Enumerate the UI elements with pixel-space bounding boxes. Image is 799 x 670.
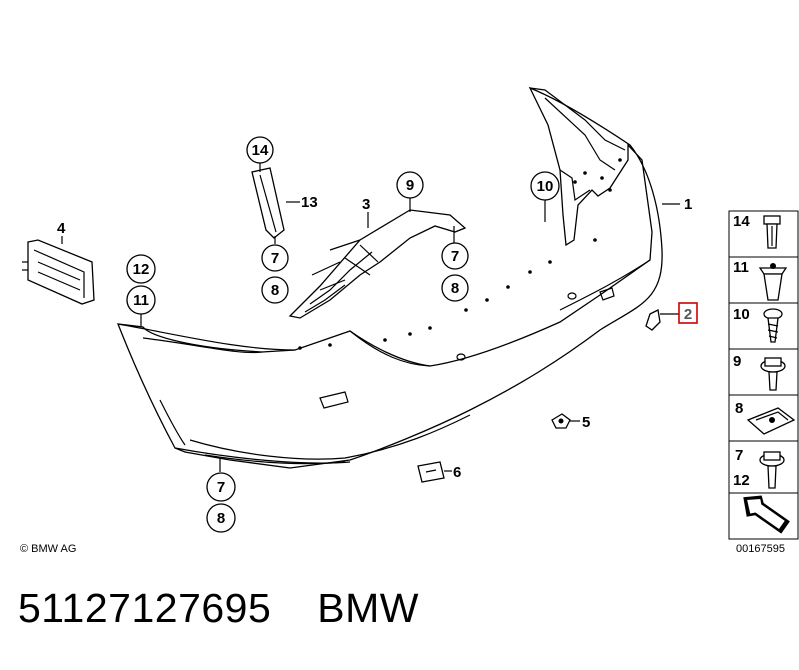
svg-text:2: 2 <box>684 306 692 323</box>
svg-text:10: 10 <box>537 178 554 195</box>
callout-11: 11 <box>126 285 156 315</box>
legend-label-9: 9 <box>733 353 741 370</box>
callout-7-center: 7 <box>441 242 469 270</box>
svg-text:8: 8 <box>271 282 279 299</box>
callout-3: 3 <box>362 196 370 213</box>
tow-eye-cover <box>645 309 680 331</box>
svg-text:9: 9 <box>406 177 414 194</box>
bottom-caption: 51127127695 BMW <box>18 585 419 632</box>
callout-13: 13 <box>301 194 318 211</box>
legend-label-8: 8 <box>735 400 743 417</box>
copyright-notice: © BMW AG <box>20 543 76 555</box>
leader-lines <box>61 162 680 472</box>
legend-label-7: 7 <box>735 447 743 464</box>
clip-part-5 <box>551 413 580 429</box>
callout-8-left: 8 <box>261 276 289 304</box>
svg-text:8: 8 <box>217 510 225 527</box>
expanding-nut-icon <box>758 263 788 301</box>
legend-label-10: 10 <box>733 306 750 323</box>
support-strip <box>251 167 300 239</box>
brand-name: BMW <box>317 585 419 631</box>
arrow-icon <box>743 495 790 534</box>
callout-8-bottom: 8 <box>206 503 236 533</box>
legend-label-14: 14 <box>733 213 750 230</box>
svg-text:7: 7 <box>217 479 225 496</box>
part-number: 51127127695 <box>18 585 272 631</box>
callout-8-center: 8 <box>441 274 469 302</box>
svg-text:14: 14 <box>252 142 269 159</box>
fastener-legend: 14 11 10 9 8 7 12 <box>728 210 799 540</box>
bolt-washer-icon <box>759 451 785 489</box>
rear-bumper-panel <box>116 86 663 469</box>
callout-5: 5 <box>582 414 590 431</box>
svg-text:12: 12 <box>133 261 150 278</box>
legend-label-11: 11 <box>733 259 749 276</box>
hex-bolt-icon <box>760 357 786 391</box>
callout-1: 1 <box>684 196 692 213</box>
callout-4: 4 <box>57 220 66 237</box>
callout-7-bottom: 7 <box>206 472 236 502</box>
svg-text:7: 7 <box>451 248 459 265</box>
drawing-number: 00167595 <box>736 543 785 555</box>
push-rivet-icon <box>763 215 781 249</box>
callout-6: 6 <box>453 464 461 481</box>
center-bracket <box>288 209 467 319</box>
svg-text:11: 11 <box>133 292 149 309</box>
callout-2-highlight: 2 <box>678 302 698 324</box>
side-bracket <box>22 239 95 305</box>
mount-holes <box>298 158 622 350</box>
screw-icon <box>763 308 783 343</box>
legend-label-12: 12 <box>733 472 750 489</box>
svg-text:7: 7 <box>271 250 279 267</box>
callout-12: 12 <box>126 254 156 284</box>
svg-text:8: 8 <box>451 280 459 297</box>
plate-part-6 <box>417 461 452 483</box>
callout-14: 14 <box>246 136 274 164</box>
clip-nut-icon <box>746 407 796 435</box>
callout-10: 10 <box>530 171 560 201</box>
callout-9: 9 <box>396 171 424 199</box>
callout-7-left: 7 <box>261 244 289 272</box>
